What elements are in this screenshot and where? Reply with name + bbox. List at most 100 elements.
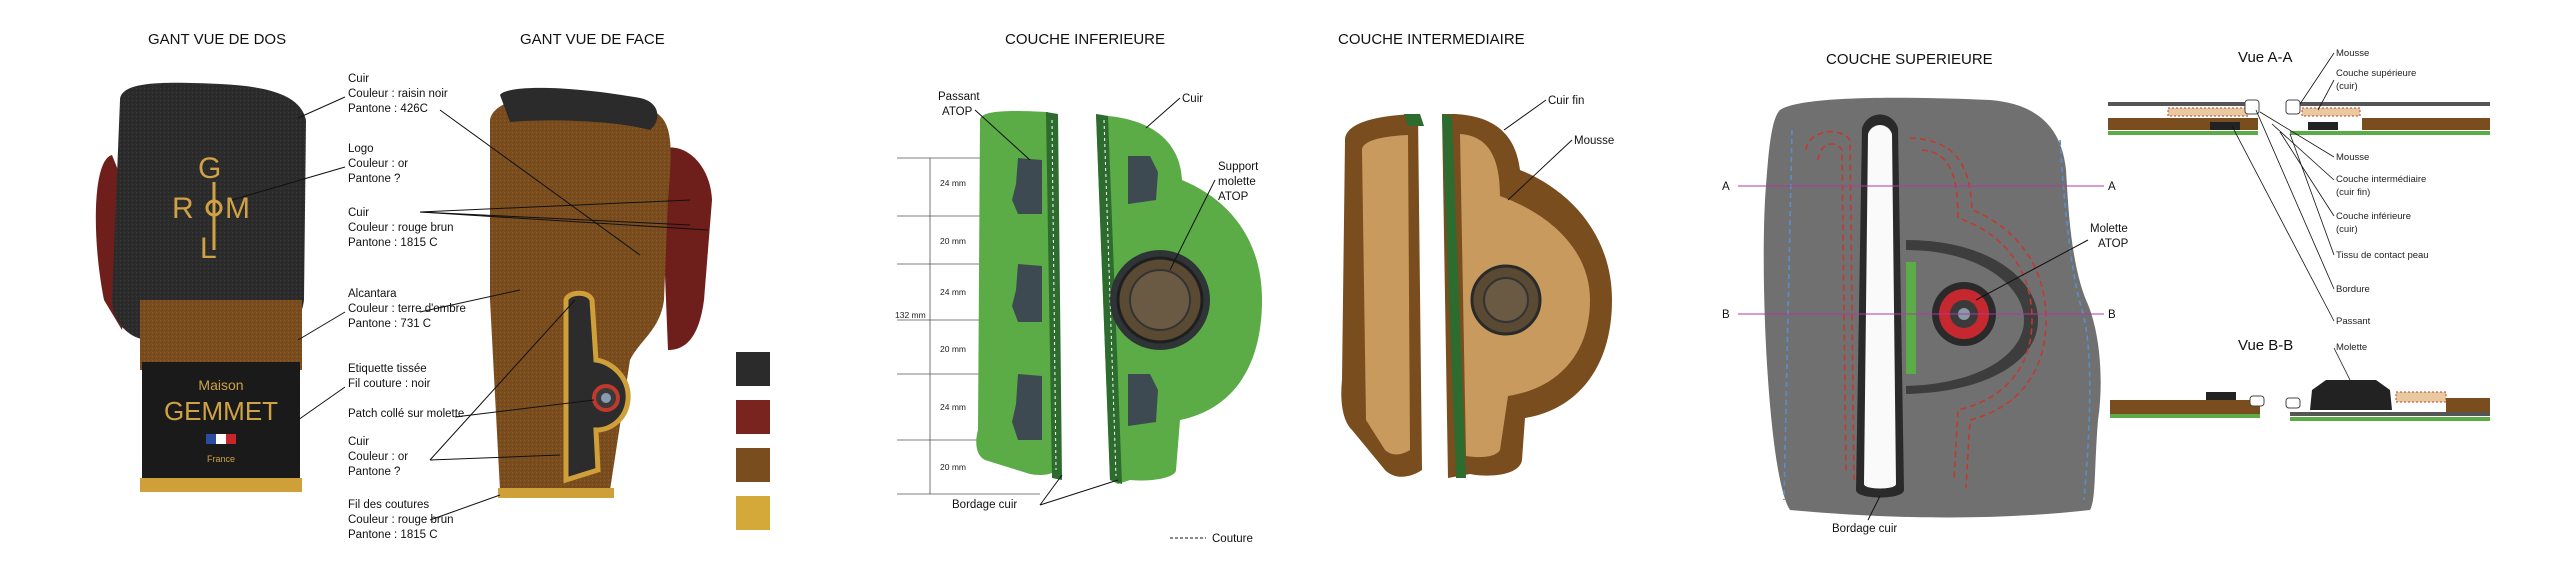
svg-text:ATOP: ATOP (1218, 191, 1249, 203)
svg-text:Mousse: Mousse (2336, 48, 2369, 59)
svg-text:Bordure: Bordure (2336, 284, 2370, 295)
section-lines (1738, 185, 2104, 315)
svg-text:20 mm: 20 mm (940, 236, 966, 246)
section-couche-intermediaire: COUCHE INTERMEDIAIRE Cuir fin Mousse (1338, 31, 1614, 478)
legend-couture: Couture (1212, 533, 1253, 545)
label-brand: GEMMET (164, 396, 278, 426)
svg-text:Bordage cuir: Bordage cuir (952, 499, 1017, 511)
title-vue-bb: Vue B-B (2238, 337, 2293, 354)
svg-text:Cuir: Cuir (348, 207, 369, 219)
svg-text:24 mm: 24 mm (940, 287, 966, 297)
title-gant-face: GANT VUE DE FACE (520, 31, 665, 48)
callout-logo: Logo Couleur : or Pantone ? (348, 143, 408, 185)
svg-text:R: R (172, 192, 194, 225)
french-flag-icon (206, 434, 236, 444)
label-origin: France (207, 454, 235, 464)
dimension-lines (897, 157, 1040, 495)
svg-text:Passant: Passant (2336, 316, 2371, 327)
svg-text:Couleur : raisin noir: Couleur : raisin noir (348, 88, 448, 100)
svg-text:Alcantara: Alcantara (348, 288, 397, 300)
svg-text:Pantone : 1815 C: Pantone : 1815 C (348, 237, 438, 249)
svg-text:Couche intermédiaire: Couche intermédiaire (2336, 174, 2426, 185)
svg-text:(cuir): (cuir) (2336, 224, 2358, 235)
section-b-left: B (1722, 309, 1730, 321)
svg-text:Couleur : or: Couleur : or (348, 451, 408, 463)
svg-text:(cuir): (cuir) (2336, 81, 2358, 92)
svg-text:Cuir: Cuir (348, 73, 369, 85)
section-gant-face: GANT VUE DE FACE Cuir Couleur : raisin n… (231, 31, 712, 541)
svg-text:Cuir: Cuir (1182, 93, 1203, 105)
svg-text:Couleur : rouge brun: Couleur : rouge brun (348, 514, 453, 526)
label-brand-small: Maison (198, 377, 243, 393)
svg-text:G: G (198, 152, 221, 185)
callout-patch: Patch collé sur molette (348, 408, 464, 420)
glove-back-illustration: G R M L Maison GEMMET France (95, 82, 306, 492)
section-vues-coupe: Vue A-A Vue B-B Mousse Couche supérieure… (2108, 48, 2490, 421)
section-a-left: A (1722, 181, 1730, 193)
cross-section-aa (2108, 99, 2490, 135)
intermediaire-molette (1470, 264, 1542, 336)
cross-section-bb (2110, 380, 2490, 421)
callout-cuir-or: Cuir Couleur : or Pantone ? (348, 436, 408, 478)
section-a-right: A (2108, 181, 2116, 193)
svg-text:ATOP: ATOP (2098, 238, 2129, 250)
vue-aa-labels: Mousse Couche supérieure (cuir) Mousse C… (2336, 48, 2429, 327)
svg-text:Pantone ?: Pantone ? (348, 173, 400, 185)
vue-aa-leaders (2231, 52, 2335, 322)
title-couche-superieure: COUCHE SUPERIEURE (1826, 51, 1993, 68)
svg-text:Fil des coutures: Fil des coutures (348, 499, 429, 511)
title-vue-aa: Vue A-A (2238, 49, 2292, 66)
callout-cuir-noir: Cuir Couleur : raisin noir Pantone : 426… (348, 73, 448, 115)
support-molette (1110, 250, 1210, 350)
svg-text:Couche supérieure: Couche supérieure (2336, 68, 2416, 79)
svg-text:Couleur : rouge brun: Couleur : rouge brun (348, 222, 453, 234)
svg-text:Mousse: Mousse (2336, 152, 2369, 163)
glove-front-illustration (490, 87, 712, 498)
svg-text:20 mm: 20 mm (940, 462, 966, 472)
svg-text:Cuir fin: Cuir fin (1548, 95, 1584, 107)
section-gant-dos: GANT VUE DE DOS G R M L Maison GEMMET (95, 31, 306, 492)
svg-text:Etiquette tissée: Etiquette tissée (348, 363, 427, 375)
callout-alcantara: Alcantara Couleur : terre d'ombre Panton… (348, 288, 466, 330)
svg-text:132 mm: 132 mm (895, 310, 926, 320)
swatch-rouge-brun (736, 400, 770, 434)
svg-text:Fil couture : noir: Fil couture : noir (348, 378, 431, 390)
label-molette-bb: Molette (2336, 342, 2367, 353)
svg-text:Pantone : 426C: Pantone : 426C (348, 103, 428, 115)
title-couche-intermediaire: COUCHE INTERMEDIAIRE (1338, 31, 1525, 48)
svg-text:Pantone : 731 C: Pantone : 731 C (348, 318, 431, 330)
color-swatches (736, 352, 770, 530)
svg-text:Logo: Logo (348, 143, 374, 155)
svg-text:Couche inférieure: Couche inférieure (2336, 211, 2411, 222)
svg-text:20 mm: 20 mm (940, 344, 966, 354)
svg-text:Mousse: Mousse (1574, 135, 1614, 147)
svg-text:Pantone : 1815 C: Pantone : 1815 C (348, 529, 438, 541)
svg-text:Tissu de contact peau: Tissu de contact peau (2336, 250, 2429, 261)
callout-etiquette: Etiquette tissée Fil couture : noir (348, 363, 431, 390)
title-gant-dos: GANT VUE DE DOS (148, 31, 286, 48)
svg-text:Support: Support (1218, 161, 1259, 173)
svg-text:Couleur : terre d'ombre: Couleur : terre d'ombre (348, 303, 466, 315)
section-couche-inferieure: COUCHE INFERIEURE 24 mm 20 mm 24 mm 20 m… (895, 31, 1262, 545)
svg-text:Molette: Molette (2090, 223, 2128, 235)
passant-icons (1012, 158, 1042, 440)
callout-leader-lines (231, 96, 709, 521)
svg-text:M: M (225, 192, 250, 225)
logo-monogram: G R M L (172, 152, 250, 265)
svg-text:24 mm: 24 mm (940, 178, 966, 188)
svg-text:Couleur : or: Couleur : or (348, 158, 408, 170)
svg-text:Pantone ?: Pantone ? (348, 466, 400, 478)
section-b-right: B (2108, 309, 2116, 321)
svg-text:Passant: Passant (938, 91, 980, 103)
stitching-lines (1783, 129, 2091, 501)
svg-text:molette: molette (1218, 176, 1256, 188)
swatch-terre-ombre (736, 448, 770, 482)
svg-text:Bordage cuir: Bordage cuir (1832, 523, 1897, 535)
swatch-or (736, 496, 770, 530)
svg-text:Cuir: Cuir (348, 436, 369, 448)
callout-fil: Fil des coutures Couleur : rouge brun Pa… (348, 499, 453, 541)
swatch-raisin-noir (736, 352, 770, 386)
svg-text:ATOP: ATOP (942, 106, 973, 118)
svg-text:24 mm: 24 mm (940, 402, 966, 412)
